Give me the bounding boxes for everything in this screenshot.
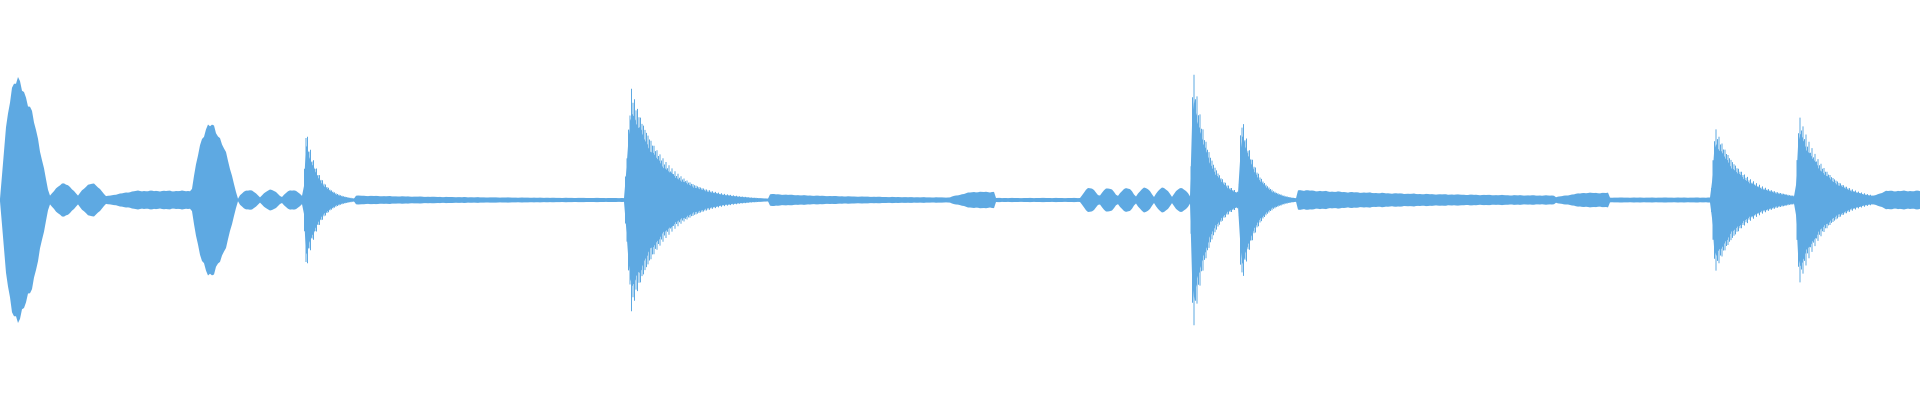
waveform-texture — [304, 74, 1873, 326]
waveform-envelope — [0, 77, 1920, 323]
